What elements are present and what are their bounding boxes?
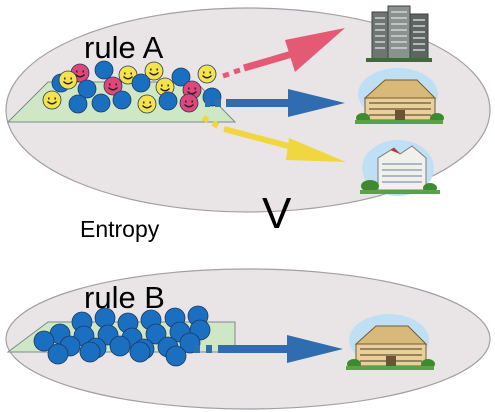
smiley-mouth <box>184 104 194 108</box>
blue-ball <box>94 60 114 80</box>
yellow-arrow <box>201 115 346 162</box>
blue-ball <box>145 323 167 345</box>
smiley-mouth <box>63 81 73 85</box>
blue-ball <box>91 93 111 113</box>
pink-smiley-ball <box>179 93 199 113</box>
office-tower-icon <box>366 5 432 62</box>
rule-a-label: rule A <box>84 30 164 65</box>
smiley-eyes <box>109 83 117 86</box>
yellow-smiley-ball <box>58 70 78 90</box>
smiley-eyes <box>203 71 211 74</box>
hotel-building-icon <box>346 314 435 370</box>
smiley-eyes <box>143 101 151 104</box>
smiley-mouth <box>149 72 159 76</box>
smiley-eyes <box>161 84 169 87</box>
blue-ball <box>158 91 178 111</box>
red-arrow <box>222 28 345 79</box>
blue-ball <box>171 67 191 87</box>
smiley-eyes <box>188 87 196 90</box>
pink-smiley-ball <box>103 76 123 96</box>
rule-a-balls <box>42 60 222 114</box>
smiley-eyes <box>124 72 132 75</box>
blue-ball <box>47 343 69 365</box>
smiley-eyes <box>150 68 158 71</box>
rule-b-ellipse <box>5 268 491 410</box>
rule-b-balls <box>33 305 211 367</box>
yellow-smiley-ball <box>144 61 164 81</box>
smiley-mouth <box>202 75 212 79</box>
smiley-eyes <box>76 70 84 73</box>
smiley-mouth <box>123 76 133 80</box>
hotel-building-icon <box>355 68 444 124</box>
blue-ball <box>109 335 131 357</box>
blue-ball <box>129 341 151 363</box>
smiley-eyes <box>64 77 72 80</box>
blue-ball <box>77 79 97 99</box>
blue-arrow <box>194 335 343 363</box>
entropy-label: Entropy <box>80 216 160 242</box>
blue-ball <box>79 341 101 363</box>
smiley-mouth <box>160 88 170 92</box>
blue-ball <box>165 345 187 367</box>
blue-ball <box>33 330 55 352</box>
hospital-building-icon <box>360 140 440 196</box>
smiley-mouth <box>75 74 85 78</box>
smiley-eyes <box>48 97 56 100</box>
yellow-smiley-ball <box>137 94 157 114</box>
smiley-mouth <box>187 91 197 95</box>
comparison-symbol: V <box>262 189 292 238</box>
smiley-mouth <box>142 105 152 109</box>
blue-ball <box>68 94 88 114</box>
yellow-smiley-ball <box>197 64 217 84</box>
blue-ball <box>112 90 132 110</box>
rule-b-label: rule B <box>84 280 165 315</box>
smiley-eyes <box>185 100 193 103</box>
blue-ball <box>131 73 151 93</box>
yellow-smiley-ball <box>42 90 62 110</box>
smiley-mouth <box>47 101 57 105</box>
smiley-mouth <box>108 87 118 91</box>
blue-arrow <box>205 89 345 117</box>
